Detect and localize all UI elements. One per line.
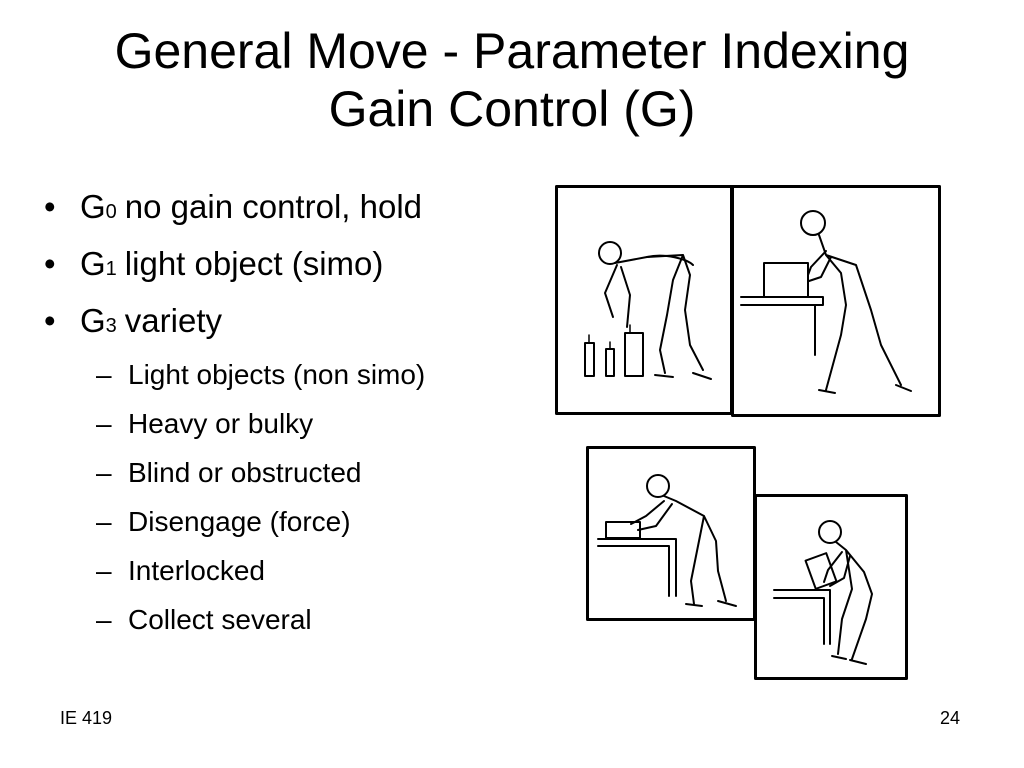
subbullet-item: – Interlocked xyxy=(96,555,425,604)
bullet-dot: • xyxy=(44,245,56,282)
dash-marker: – xyxy=(96,359,112,390)
subbullet-item: – Collect several xyxy=(96,604,425,653)
subbullet-item: – Blind or obstructed xyxy=(96,457,425,506)
dash-marker: – xyxy=(96,604,112,635)
subbullet-text: Collect several xyxy=(128,604,312,635)
subbullet-text: Heavy or bulky xyxy=(128,408,314,439)
dash-marker: – xyxy=(96,506,112,537)
bullet-text: no gain control, hold xyxy=(124,188,423,225)
slide-title: General Move - Parameter Indexing Gain C… xyxy=(0,22,1024,138)
illustration-push-box xyxy=(731,185,941,417)
subbullet-text: Blind or obstructed xyxy=(128,457,362,488)
subbullet-text: Light objects (non simo) xyxy=(128,359,426,390)
bullet-prefix: G xyxy=(80,188,106,225)
dash-marker: – xyxy=(96,408,112,439)
subbullet-item: – Light objects (non simo) xyxy=(96,359,425,408)
bullet-prefix: G xyxy=(80,302,106,339)
bullet-text: light object (simo) xyxy=(124,245,384,282)
subbullet-item: – Heavy or bulky xyxy=(96,408,425,457)
illustration-carry-object xyxy=(754,494,908,680)
subbullet-text: Interlocked xyxy=(128,555,265,586)
illustration-light-objects xyxy=(555,185,733,415)
page-number: 24 xyxy=(940,708,961,728)
title-line-2: Gain Control (G) xyxy=(328,81,696,137)
dash-marker: – xyxy=(96,457,112,488)
title-line-1: General Move - Parameter Indexing xyxy=(114,23,910,79)
dash-marker: – xyxy=(96,555,112,586)
bullet-text: variety xyxy=(124,302,222,339)
bullet-dot: • xyxy=(44,188,56,225)
bullet-prefix: G xyxy=(80,245,106,282)
subbullet-text: Disengage (force) xyxy=(128,506,351,537)
course-label: IE 419 xyxy=(60,708,113,728)
illustration-reach-bench xyxy=(586,446,756,621)
subbullet-item: – Disengage (force) xyxy=(96,506,425,555)
bullet-dot: • xyxy=(44,302,56,339)
